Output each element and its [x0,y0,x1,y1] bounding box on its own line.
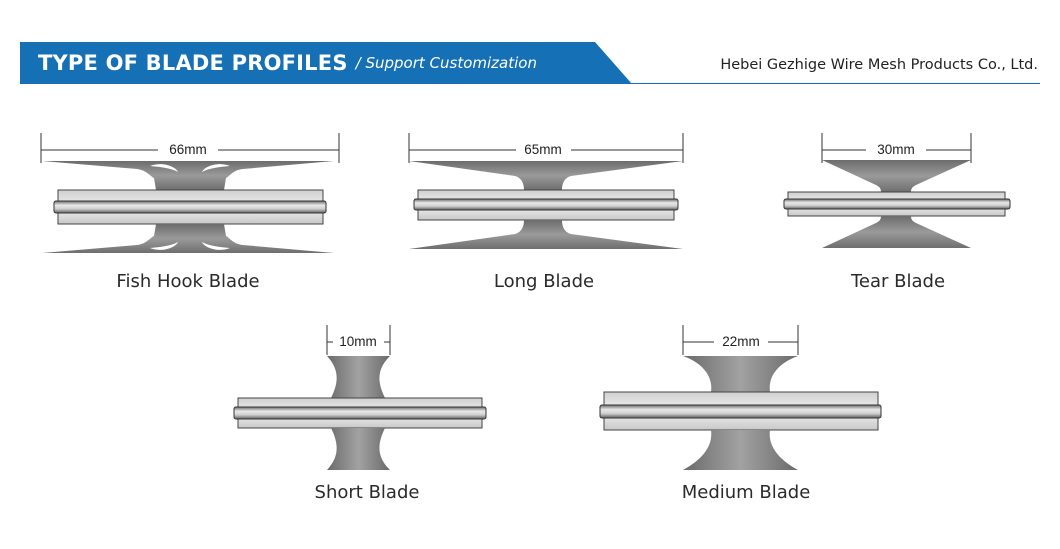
medium-blade-card: 22mm Medium Blade [596,322,886,507]
header: TYPE OF BLADE PROFILES / Support Customi… [0,0,1060,90]
blade-name: Tear Blade [850,271,946,292]
blade-name: Fish Hook Blade [116,271,260,292]
dimension-label: 30mm [877,142,915,157]
dimension-label: 65mm [524,142,562,157]
dimension-label: 22mm [722,334,760,349]
fish-hook-blade-card: 66mm Fish Hook Blade [38,130,340,295]
page-title: TYPE OF BLADE PROFILES [38,51,348,75]
blade-name: Short Blade [314,482,420,503]
title-banner: TYPE OF BLADE PROFILES / Support Customi… [20,42,632,84]
tear-blade-diagram: 30mm [783,133,1011,248]
dimension-label: 10mm [339,334,377,349]
short-blade-diagram: 10mm [233,325,487,470]
dimension-label: 66mm [169,142,207,157]
long-blade-card: 65mm Long Blade [406,130,686,295]
blade-name: Medium Blade [681,482,811,503]
company-name: Hebei Gezhige Wire Mesh Products Co., Lt… [720,57,1038,73]
short-blade-card: 10mm Short Blade [230,322,500,507]
page-subtitle: / Support Customization [355,54,537,72]
tear-blade-card: 30mm Tear Blade [780,130,1015,295]
header-divider [20,83,1040,84]
long-blade-diagram: 65mm [408,133,684,249]
fish-hook-blade-diagram: 66mm [40,133,340,253]
medium-blade-diagram: 22mm [599,325,882,470]
blade-name: Long Blade [493,271,595,292]
